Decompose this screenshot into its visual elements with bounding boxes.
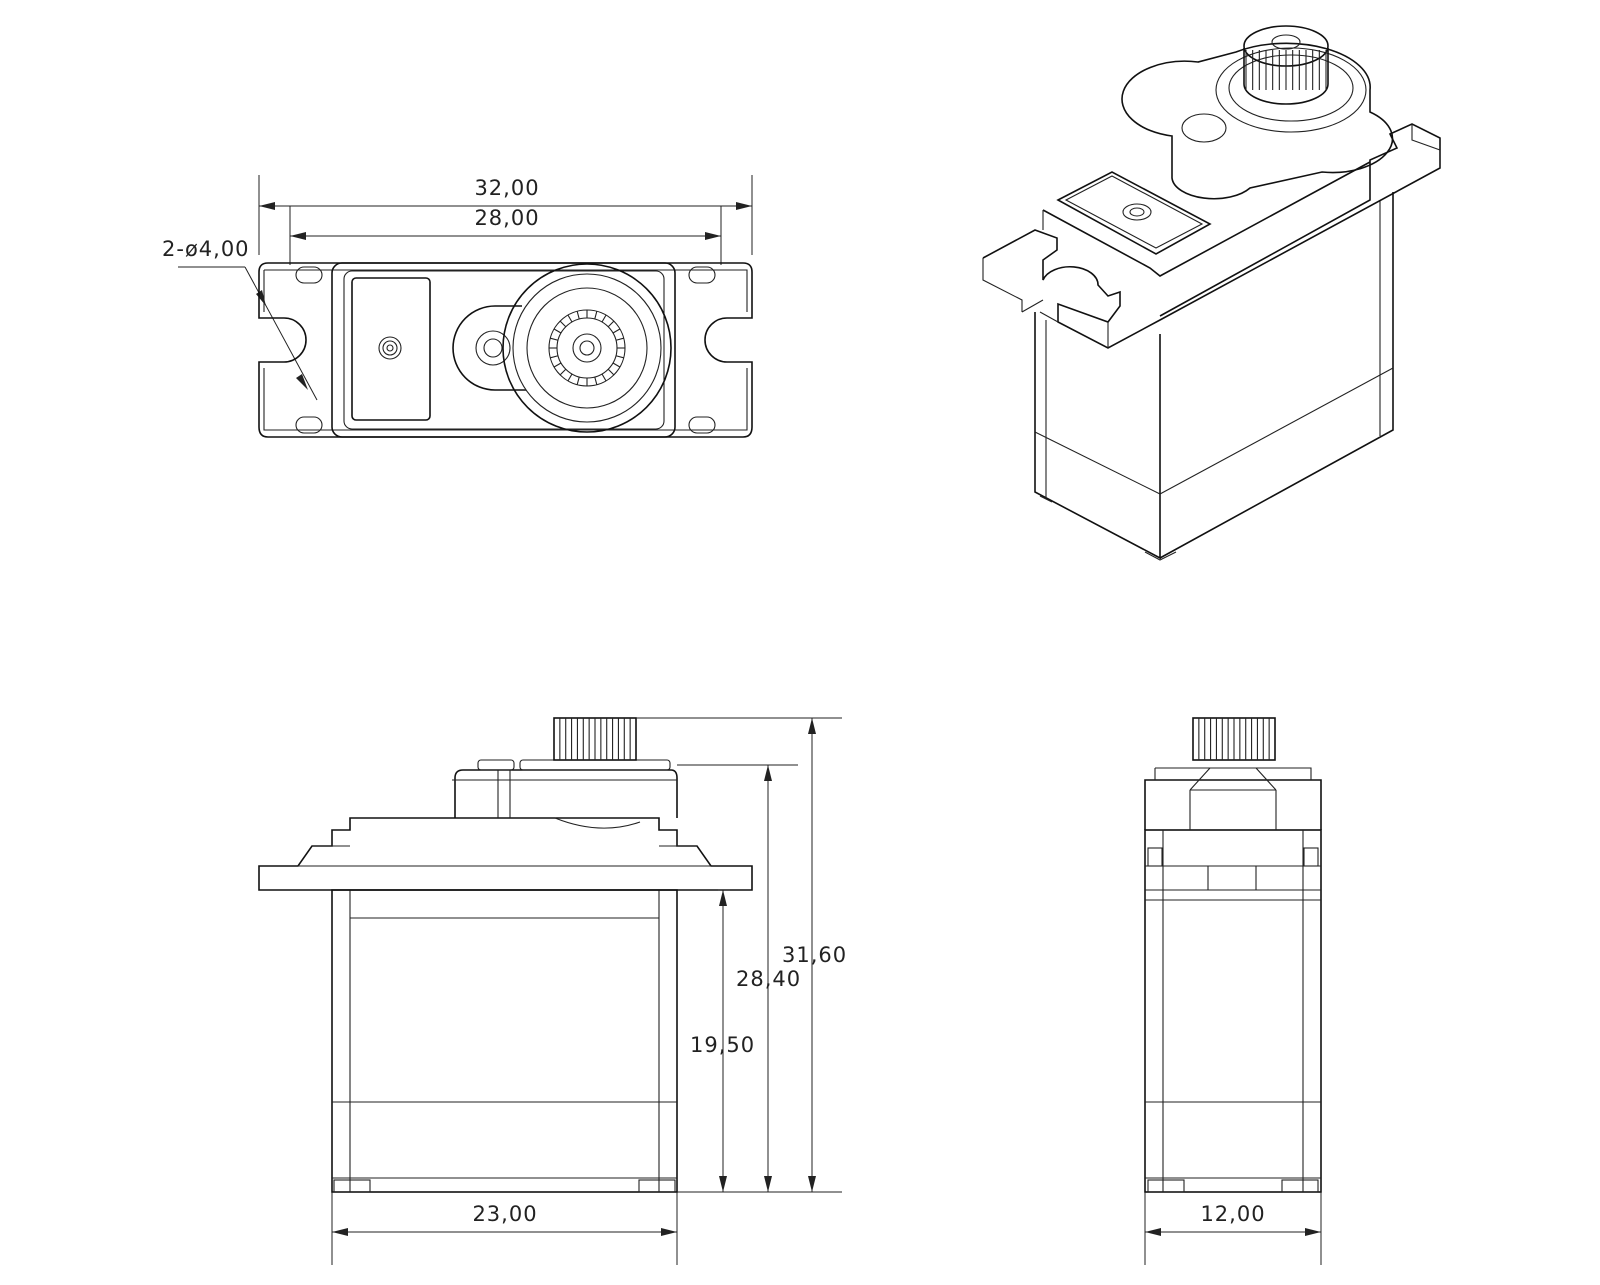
iso-cover-plate — [1056, 171, 1212, 255]
iso-case-left-face — [1034, 312, 1161, 560]
isometric-view — [982, 25, 1441, 561]
spline-tooth — [559, 320, 567, 328]
front-view: 23,00 31,60 28,40 19,50 — [258, 717, 847, 1265]
dimension-hole-callout: 2-ø4,00 — [162, 237, 318, 401]
front-case-body — [331, 889, 678, 1193]
dimension-text-hole-callout: 2-ø4,00 — [162, 237, 250, 261]
secondary-gear-shaft — [475, 330, 511, 366]
dimension-overall-width: 32,00 — [258, 175, 753, 255]
spline-tooth — [576, 311, 580, 320]
spline-tooth — [601, 373, 607, 382]
front-gear-housing — [454, 769, 678, 818]
spline-tooth — [607, 320, 615, 328]
front-feet — [333, 1179, 676, 1193]
dimension-hole-spacing: 28,00 — [289, 206, 722, 265]
front-flange — [258, 817, 753, 891]
dimension-text-case-width: 23,00 — [472, 1202, 537, 1226]
side-case-body — [1144, 829, 1322, 1193]
front-spline-ribs — [559, 718, 631, 760]
output-shaft-top — [502, 263, 672, 433]
iso-cover-screw — [1122, 203, 1152, 221]
spline-teeth — [549, 310, 625, 386]
iso-top-face — [1042, 161, 1371, 277]
spline-tooth — [615, 337, 624, 341]
side-gear-housing — [1144, 779, 1322, 830]
cover-plate — [351, 277, 431, 421]
spline-tooth — [601, 314, 607, 323]
spline-tooth — [612, 362, 621, 368]
front-output-spline — [553, 717, 637, 761]
dimension-text-case-depth: 12,00 — [1200, 1202, 1265, 1226]
iso-case-right-face — [1159, 192, 1394, 559]
spline-tooth — [553, 362, 562, 368]
iso-output-shaft — [1243, 25, 1329, 105]
spline-tooth — [553, 328, 562, 334]
iso-flange — [982, 123, 1441, 349]
dimension-text-height-to-top-face: 28,40 — [736, 967, 801, 991]
side-feet — [1147, 1179, 1319, 1193]
mounting-slots — [295, 266, 716, 434]
dimension-text-total-height: 31,60 — [782, 943, 847, 967]
side-view: 12,00 — [1144, 717, 1322, 1265]
dimension-text-hole-spacing: 28,00 — [474, 206, 539, 230]
spline-tooth — [567, 373, 573, 382]
spline-tooth — [559, 368, 567, 376]
gear-boss — [452, 305, 526, 391]
spline-tooth — [576, 376, 580, 385]
spline-tooth — [607, 368, 615, 376]
iso-gear-housing — [1121, 42, 1394, 200]
top-body — [331, 262, 676, 438]
spline-tooth — [594, 376, 598, 385]
cover-screw — [378, 336, 402, 360]
spline-tooth — [550, 355, 559, 359]
spline-tooth — [594, 311, 598, 320]
top-view: 32,00 28,00 2-ø4,00 — [162, 175, 753, 438]
dimension-heights: 31,60 28,40 19,50 — [636, 717, 847, 1193]
dimension-text-height-to-flange: 19,50 — [690, 1033, 755, 1057]
dimension-case-width: 23,00 — [331, 1192, 678, 1265]
spline-tooth — [612, 328, 621, 334]
side-spline-ribs — [1198, 718, 1270, 760]
dimension-text-overall-width: 32,00 — [474, 176, 539, 200]
spline-tooth — [615, 355, 624, 359]
iso-spline-ribs — [1245, 50, 1327, 90]
spline-tooth — [567, 314, 573, 323]
side-output-spline — [1192, 717, 1276, 761]
spline-tooth — [550, 337, 559, 341]
dimension-case-depth: 12,00 — [1144, 1192, 1322, 1265]
flange-outline — [258, 262, 753, 438]
